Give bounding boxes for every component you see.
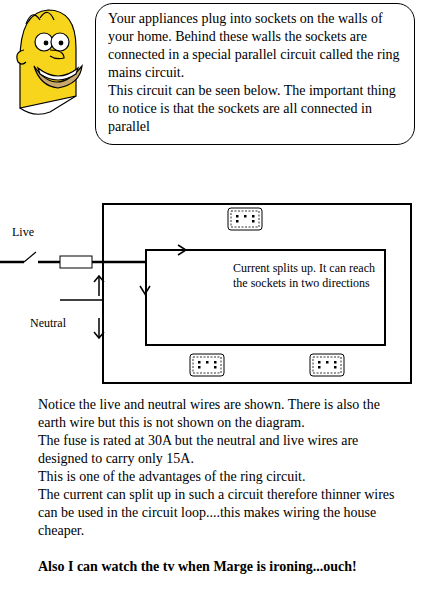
wire-label: Live [12, 225, 34, 239]
socket-pin [206, 361, 209, 364]
socket-pin [236, 220, 239, 223]
socket-pin [198, 366, 201, 369]
explanation-paragraph: This is one of the advantages of the rin… [38, 468, 410, 486]
bubble-text: Your appliances plug into sockets on the… [108, 10, 404, 82]
wire-label: Neutral [30, 316, 66, 330]
live-wire [0, 252, 146, 268]
ring-wire [103, 204, 411, 383]
explanation-paragraph: Notice the live and neutral wires are sh… [38, 396, 410, 432]
joke-line: Also I can watch the tv when Marge is ir… [38, 558, 410, 576]
socket-pin [252, 215, 255, 218]
homer-cartoon [17, 10, 82, 114]
socket-symbol [228, 208, 262, 230]
socket-symbols [190, 208, 344, 376]
explanation-paragraph: The current can split up in such a circu… [38, 486, 410, 540]
fuse-symbol [60, 256, 92, 268]
socket-pin [318, 366, 321, 369]
explanation-paragraph: The fuse is rated at 30A but the neutral… [38, 432, 410, 468]
socket-pin [334, 361, 337, 364]
socket-pin [326, 361, 329, 364]
explanation-text: Notice the live and neutral wires are sh… [38, 396, 410, 576]
socket-outline [310, 354, 344, 376]
neutral-wire [60, 276, 104, 338]
socket-pin [252, 220, 255, 223]
socket-pin [334, 366, 337, 369]
socket-pin [236, 215, 239, 218]
socket-pin [318, 361, 321, 364]
socket-face [193, 357, 221, 373]
bubble-text: This circuit can be seen below. The impo… [108, 82, 404, 136]
socket-outline [190, 354, 224, 376]
socket-outline [228, 208, 262, 230]
note-text: Current splits up. It can reach the sock… [233, 261, 383, 291]
socket-face [313, 357, 341, 373]
socket-symbol [310, 354, 344, 376]
socket-symbol [190, 354, 224, 376]
inner-ring-loop: Current splits up. It can reach the sock… [145, 249, 386, 346]
socket-pin [244, 215, 247, 218]
speech-bubble: Your appliances plug into sockets on the… [95, 3, 415, 145]
socket-face [231, 211, 259, 227]
socket-pin [214, 366, 217, 369]
socket-pin [214, 361, 217, 364]
socket-pin [198, 361, 201, 364]
